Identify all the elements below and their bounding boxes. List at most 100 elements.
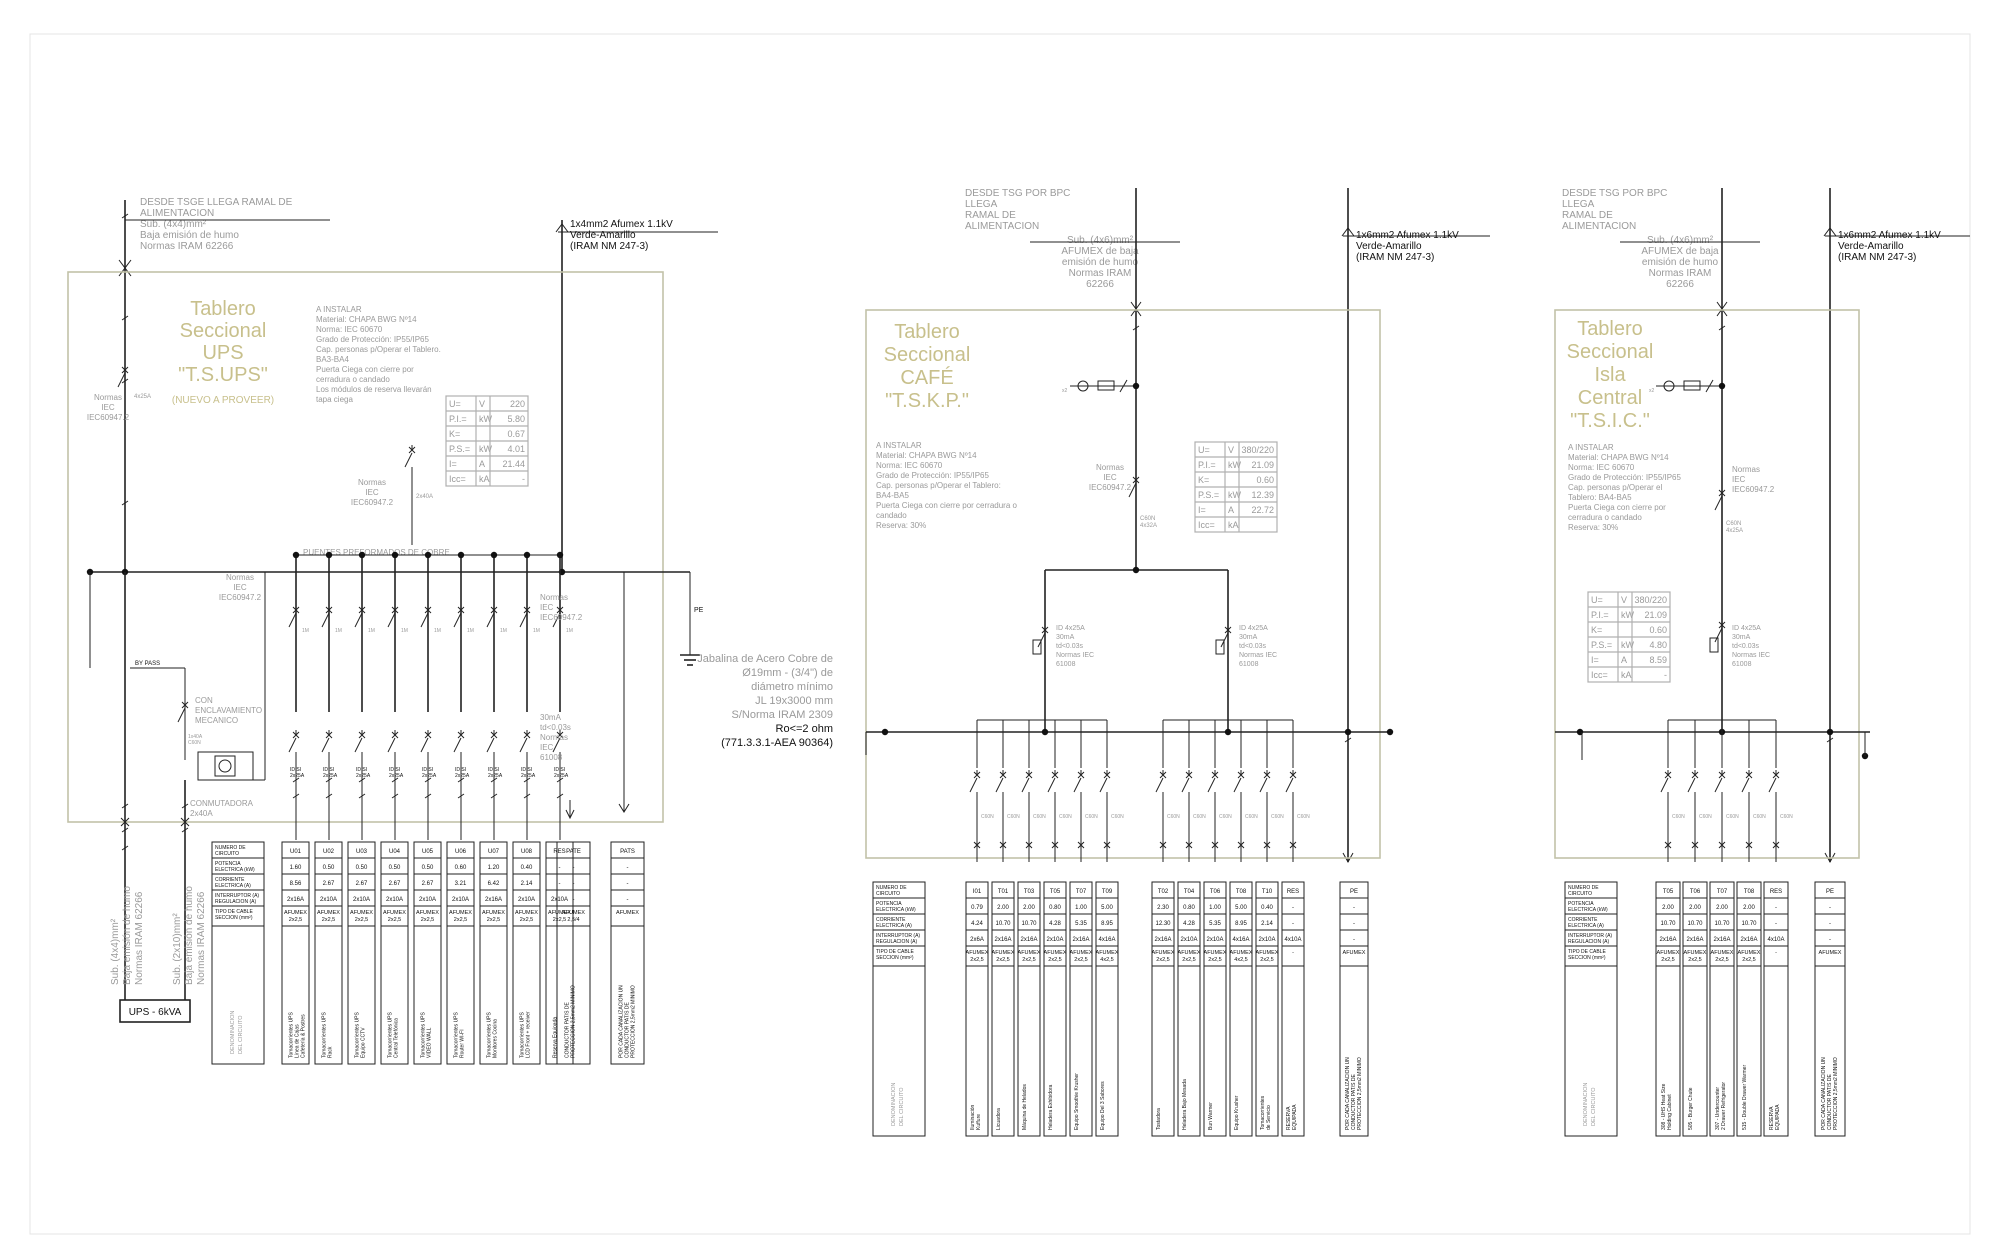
- cell-breaker: 4x10A: [1284, 937, 1301, 943]
- cell-cable: 2x2,5: [996, 957, 1009, 963]
- cell-denomination: Equipo Krusher: [1234, 1095, 1240, 1130]
- breaker-symbol: [1181, 770, 1193, 800]
- breaker-symbol: [453, 730, 465, 760]
- cell-cable: AFUMEX: [515, 910, 538, 916]
- junction-dot: [1041, 728, 1049, 736]
- feeder-note: Sub. (4x4)mm²: [110, 918, 121, 985]
- supply-note: Normas IRAM: [1649, 268, 1712, 279]
- breaker-symbol: [288, 730, 300, 760]
- circuit-column: [1203, 881, 1227, 1137]
- norms-label: Normas: [1096, 463, 1124, 472]
- diff-note: Normas IEC: [1239, 652, 1277, 659]
- cell-cable: AFUMEX: [350, 910, 373, 916]
- cable-tick: [181, 803, 189, 809]
- cell-circuit: U04: [389, 849, 401, 855]
- branch-T02: C60N: [1155, 720, 1180, 862]
- cable-tick: [121, 803, 129, 809]
- cell-denomination: Cafetería & Postres: [301, 1014, 307, 1058]
- denomination-label: DENOMINACION: [891, 1083, 897, 1126]
- cell-cable: 2x2,5: [553, 917, 566, 923]
- junction-dot: [490, 551, 498, 559]
- cable-tick: [457, 793, 465, 799]
- diff-note: td<0.03s: [1732, 643, 1760, 650]
- breaker-cross: [490, 731, 498, 739]
- install-notes: A INSTALAR: [1568, 443, 1614, 452]
- cell-current: 10.70: [1021, 921, 1037, 927]
- supply-note: LLEGA: [1562, 199, 1595, 210]
- cell-cable: AFUMEX: [1178, 950, 1201, 956]
- param-name: Icc=: [1198, 520, 1215, 530]
- cable-tick: [325, 793, 333, 799]
- breaker-symbol: [1047, 770, 1059, 800]
- breaker-symbol: [1687, 770, 1699, 800]
- cell-circuit: T10: [1262, 889, 1273, 895]
- junction-dot: [523, 551, 531, 559]
- cell-denomination: 515 - Double Drawer Warmer: [1742, 1065, 1748, 1130]
- param-value: 22.72: [1251, 505, 1274, 515]
- circuit-column: [1069, 881, 1093, 1137]
- cell-power: 2.30: [1157, 905, 1169, 911]
- cell-cable: AFUMEX: [1152, 950, 1175, 956]
- diff-label: 2x25A: [422, 773, 437, 779]
- cable-tick: [490, 793, 498, 799]
- breaker-blade: [1021, 777, 1030, 793]
- breaker-blade: [420, 612, 429, 628]
- cell-cable: 2x2,5: [1661, 957, 1674, 963]
- supply-note: Sub. (4x6)mm²: [1067, 235, 1134, 246]
- cell-breaker: 2x16A: [1154, 937, 1171, 943]
- circuit-column: [1177, 881, 1201, 1137]
- install-notes: Reserva: 30%: [876, 521, 926, 530]
- cell-denomination: 308 - UHS Heat Size: [1661, 1083, 1667, 1130]
- param-unit: kW: [1228, 460, 1242, 470]
- breaker-cross: [1289, 771, 1297, 779]
- cell-denomination: Tomacorrientes UPS: [487, 1011, 493, 1058]
- breaker-rating: 4x25A: [134, 394, 151, 400]
- cell-denomination: Tomacorrientes UPS: [388, 1011, 394, 1058]
- cell-circuit: RES: [553, 849, 565, 855]
- breaker-symbol: [354, 605, 366, 635]
- row-label: NUMERO DE: [876, 885, 907, 891]
- breaker-cross: [121, 366, 129, 374]
- breaker-symbol: [486, 730, 498, 760]
- breaker-blade: [288, 612, 297, 628]
- cell-cable: 2x2,5: [454, 917, 467, 923]
- circuit-column: [1095, 881, 1119, 1137]
- cell-denomination: Kuffure: [976, 1114, 982, 1130]
- install-notes: Puerta Ciega con cierre por cerradura o: [876, 501, 1018, 510]
- ground-resistance: Ro<=2 ohm: [776, 723, 833, 735]
- cell-cable: 2x2,5: [1022, 957, 1035, 963]
- cell-current: 4.24: [971, 921, 983, 927]
- cell-denomination: Iluminación: [970, 1104, 976, 1130]
- row-label: CIRCUITO: [1568, 891, 1592, 897]
- cell-cable: AFUMEX: [317, 910, 340, 916]
- cell-denomination: Central Telefónica: [394, 1018, 400, 1058]
- panel-title: Isla: [1594, 364, 1626, 386]
- cell-cable: 2x2,5: [1260, 957, 1273, 963]
- feeder-cross: [1025, 841, 1033, 849]
- row-label: POTENCIA: [215, 861, 241, 867]
- breaker-symbol: [1207, 770, 1219, 800]
- breaker-cross: [490, 606, 498, 614]
- breaker-blade: [1099, 777, 1108, 793]
- norms-label: IEC: [1103, 473, 1117, 482]
- cell-dash: -: [627, 865, 629, 871]
- param-value: 0.60: [1649, 625, 1667, 635]
- breaker-cross: [1691, 771, 1699, 779]
- cell-dash: -: [1829, 921, 1831, 927]
- pe-cable-note: 1x4mm2 Afumex 1.1kV: [570, 219, 673, 230]
- breaker-rating: 1M: [368, 628, 375, 634]
- branch-T05: C60N: [1047, 720, 1072, 862]
- cell-breaker: 2x10A: [1258, 937, 1275, 943]
- param-unit: V: [1228, 445, 1234, 455]
- supply-note: Normas IRAM 62266: [140, 241, 234, 252]
- cell-power: 1.00: [1075, 905, 1087, 911]
- branch-T04: C60N: [1181, 720, 1206, 862]
- row-label: SECCION (mm²): [876, 955, 914, 961]
- param-name: I=: [1591, 655, 1599, 665]
- cell-circuit: U05: [422, 849, 434, 855]
- row-label: TIPO DE CABLE: [1568, 949, 1606, 955]
